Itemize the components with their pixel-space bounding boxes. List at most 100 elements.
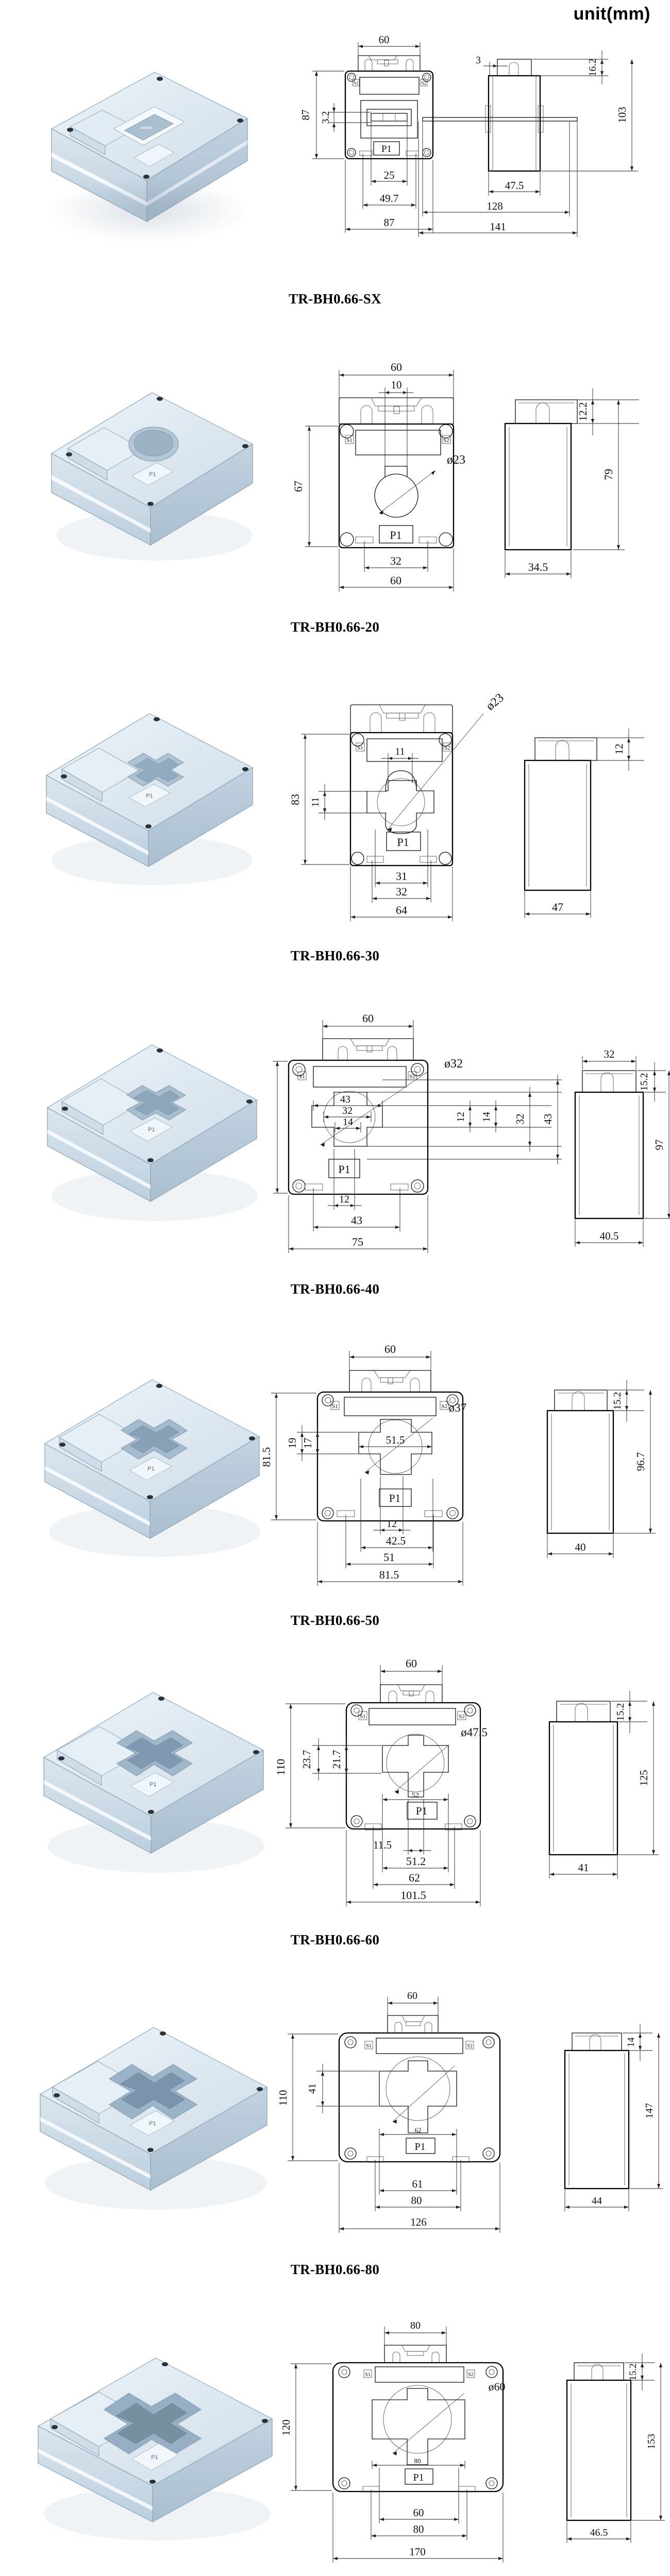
dim-side-overall-height-6: 125 <box>638 1770 650 1786</box>
product-photo-4: P1 <box>21 1005 289 1257</box>
dim-v-outer-4: 43 <box>542 1114 554 1125</box>
model-caption-5: TR-BH0.66-50 <box>290 1613 380 1628</box>
ct-3d-render-7: P1 <box>39 2027 268 2210</box>
ct-3d-render-4: P1 <box>46 1044 258 1221</box>
product-photo-2: P1 <box>21 355 283 598</box>
dim-mount-span-3: 32 <box>396 885 407 898</box>
dim-bar-width-7: 62 <box>415 2126 422 2134</box>
dim-v-small-4: 12 <box>455 1112 466 1122</box>
dim-mount-span-4: 43 <box>351 1214 362 1227</box>
dim-slot-width-1: 25 <box>384 169 395 181</box>
label-p1-4: P1 <box>338 1163 350 1176</box>
dim-overall-width-1: 87 <box>384 216 395 229</box>
label-p1-2: P1 <box>390 529 401 541</box>
dim-v-outer-6: 23.7 <box>300 1750 313 1769</box>
label-p1-8: P1 <box>413 2472 424 2483</box>
product-photo-6: P1 <box>21 1654 299 1906</box>
label-s1-1: S1 <box>354 81 359 86</box>
label-s1-2: S1 <box>346 437 353 444</box>
dim-slot-width-3: 11 <box>395 746 405 757</box>
dim-overall-width-6: 101.5 <box>400 1889 426 1902</box>
product-row-1: 60 S1 S2 <box>0 31 670 350</box>
dim-left-height-1: 87 <box>299 110 312 121</box>
technical-drawing-3: S1 S2 11 <box>289 675 670 927</box>
dim-side-block-height-6: 15.2 <box>615 1703 626 1721</box>
photo-p1-label-7: P1 <box>149 2121 156 2127</box>
model-caption-6: TR-BH0.66-60 <box>290 1932 380 1947</box>
dim-side-depth-1: 47.5 <box>505 179 524 192</box>
label-s2-7: S2 <box>467 2043 473 2049</box>
label-p1-5: P1 <box>389 1492 400 1504</box>
label-s2-5: S2 <box>441 1403 447 1410</box>
dim-aperture-6: ø47.5 <box>461 1726 488 1739</box>
dim-front-top-width-1: 60 <box>379 33 390 46</box>
label-s2-3: S2 <box>444 745 450 751</box>
label-p1-3: P1 <box>397 836 409 849</box>
label-s2-6: S2 <box>459 1714 465 1720</box>
dim-inner-span-8: 60 <box>413 2506 424 2519</box>
photo-p1-label-3: P1 <box>146 793 153 799</box>
model-caption-7: TR-BH0.66-80 <box>290 2262 380 2277</box>
ct-3d-render-6: P1 <box>43 1692 264 1873</box>
ct-3d-render-3: P1 <box>45 713 254 885</box>
dim-inner-span-7: 61 <box>412 2178 423 2190</box>
dim-side-overall-height-5: 96.7 <box>634 1452 647 1471</box>
label-s1-6: S1 <box>360 1714 366 1720</box>
dim-v-mid-4: 14 <box>481 1112 492 1122</box>
dim-side-depth-5: 40 <box>575 1541 586 1553</box>
dim-side-overall-height-4: 97 <box>653 1140 665 1150</box>
dim-overall-width-7: 126 <box>410 2216 427 2228</box>
dim-side-cap-width-4: 32 <box>604 1048 615 1060</box>
dim-side-top-offset-1: 3 <box>476 55 481 66</box>
dim-inner-span-6: 51.2 <box>406 1855 426 1868</box>
dim-mount-span-8: 80 <box>413 2523 424 2535</box>
dim-mount-span-2: 32 <box>390 554 401 567</box>
dim-overall-width-5: 81.5 <box>379 1568 399 1581</box>
technical-drawing-7: 60 S1 S2 <box>273 1989 670 2241</box>
dim-side-block-height-1: 16.2 <box>587 59 598 77</box>
technical-drawing-1: 60 S1 S2 <box>268 31 670 273</box>
label-s1-4: S1 <box>299 1074 305 1080</box>
label-s1-5: S1 <box>332 1403 338 1410</box>
dim-slot-width-2: 10 <box>391 379 402 391</box>
dim-slot-height-1: 3.2 <box>320 111 331 124</box>
dim-v-large-4: 32 <box>514 1114 526 1125</box>
photo-p1-label-2: P1 <box>149 471 156 478</box>
dim-top-width-6: 60 <box>406 1657 417 1670</box>
dim-side-block-height-8: 15.2 <box>628 2363 639 2380</box>
technical-drawing-8: 80 S1 S2 <box>278 2318 670 2571</box>
photo-p1-label-5: P1 <box>147 1466 154 1472</box>
dim-mount-span-1: 49.7 <box>380 192 399 205</box>
dim-side-overall-height-8: 153 <box>646 2434 657 2449</box>
dim-side-depth-6: 41 <box>578 1861 589 1874</box>
dim-mount-span-5: 51 <box>383 1551 395 1564</box>
dim-side-block-height-7: 14 <box>626 2037 636 2047</box>
technical-drawing-5: 60 S1 S2 <box>263 1340 670 1592</box>
ct-3d-render-2: P1 <box>51 392 254 561</box>
dim-overall-width-4: 75 <box>352 1235 363 1248</box>
label-s2-4: S2 <box>409 1074 415 1080</box>
dim-v-outer-5: 19 <box>286 1438 298 1449</box>
product-row-2: P1 60 <box>0 355 670 675</box>
dim-side-depth-7: 44 <box>592 2195 602 2207</box>
label-p1-7: P1 <box>414 2141 425 2153</box>
dim-overall-width-8: 170 <box>409 2546 426 2558</box>
model-caption-2: TR-BH0.66-20 <box>290 619 380 635</box>
label-s1-7: S1 <box>366 2043 372 2049</box>
dim-side-depth-8: 46.5 <box>590 2527 608 2538</box>
label-s2-8: S2 <box>468 2372 474 2378</box>
dim-top-width-5: 60 <box>384 1343 396 1355</box>
dim-bar-width-8: 80 <box>414 2457 421 2465</box>
dim-side-overall-height-1: 103 <box>616 107 628 123</box>
dim-v-inner-5: 17 <box>301 1438 314 1449</box>
dim-left-height-5: 81.5 <box>263 1447 273 1467</box>
ct-3d-render-8: P1 <box>37 2358 273 2540</box>
dim-side-depth-4: 40.5 <box>600 1230 619 1242</box>
label-s1-8: S1 <box>365 2372 371 2378</box>
model-caption-1: TR-BH0.66-SX <box>289 291 381 307</box>
dim-v-inner-6: 21.7 <box>330 1750 343 1769</box>
model-caption-4: TR-BH0.66-40 <box>290 1281 380 1297</box>
photo-p1-label-6: P1 <box>149 1782 156 1788</box>
dim-side-overall-height-2: 79 <box>602 469 615 480</box>
